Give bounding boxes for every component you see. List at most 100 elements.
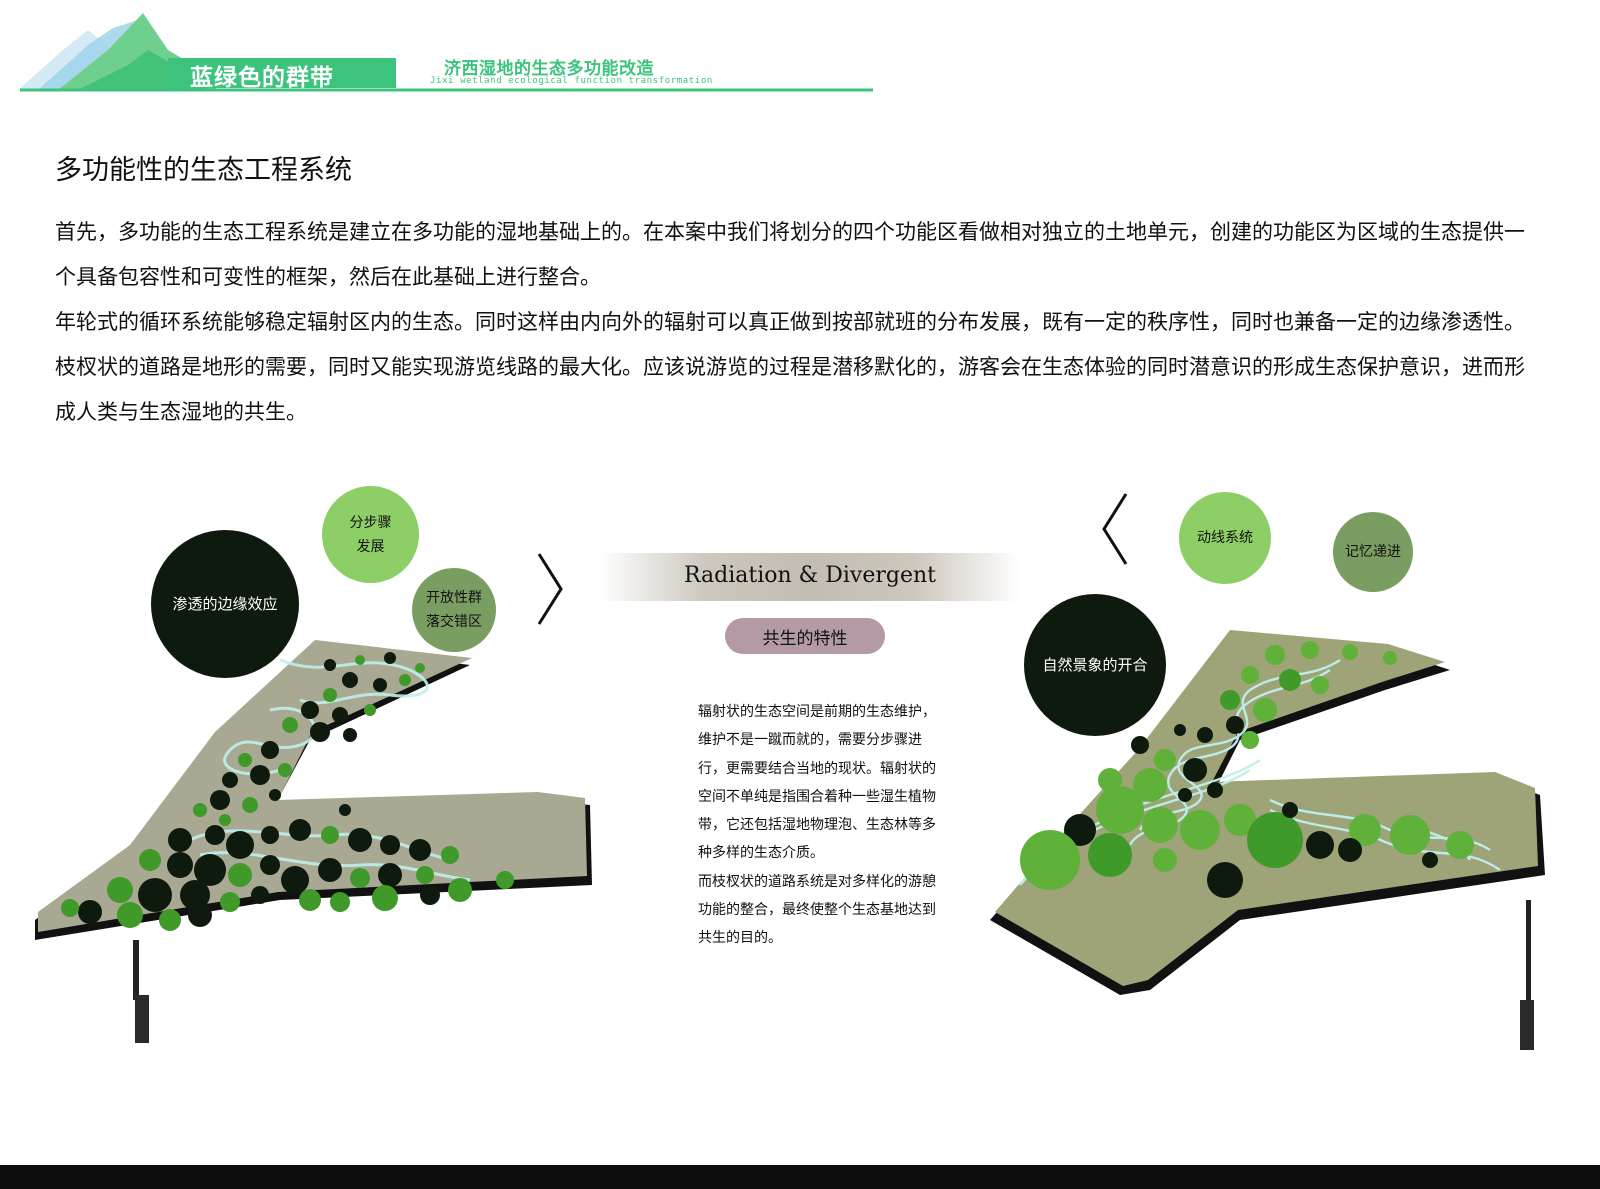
open-community-circle: 开放性群 落交错区 [412,568,496,652]
vegetation-blob [496,871,514,889]
vegetation-blob [1153,848,1177,872]
center-description-2: 而枝杈状的道路系统是对多样化的游憩功能的整合，最终使整个生态基地达到共生的目的。 [698,873,936,947]
vegetation-blob [278,763,292,777]
radiation-title-bar [600,553,1020,601]
step-development-label: 分步骤 发展 [349,514,392,555]
vegetation-blob [228,863,252,887]
vegetation-blob [188,903,212,927]
radiation-title: Radiation & Divergent [683,563,937,588]
vegetation-blob [194,854,226,886]
vegetation-blob [1088,833,1132,877]
vegetation-blob [281,866,309,894]
vegetation-blob [1207,782,1223,798]
vegetation-blob [1064,814,1096,846]
vegetation-blob [350,868,370,888]
vegetation-blob [261,826,279,844]
vegetation-blob [332,707,348,723]
landscape-opening-circle: 自然景象的开合 [1024,594,1166,736]
symbiosis-badge: 共生的特性 [725,618,885,654]
section-title: 多功能性的生态工程系统 [55,155,352,186]
open-community-label: 开放性群 落交错区 [426,590,482,630]
vegetation-blob [1446,831,1474,859]
vegetation-blob [282,717,298,733]
symbiosis-label: 共生的特性 [762,628,848,649]
vegetation-blob [250,765,270,785]
right-terrain-diagram [990,630,1545,1050]
circulation-system-label: 动线系统 [1197,530,1253,546]
vegetation-blob [343,728,357,742]
vegetation-blob [1342,644,1358,660]
center-description: 辐射状的生态空间是前期的生态维护，维护不是一蹴而就的，需要分步骤进行，更需要结合… [698,698,938,953]
vegetation-blob [1183,758,1207,782]
vegetation-blob [1226,716,1244,734]
vegetation-blob [1142,807,1178,843]
memory-progression-circle: 记忆递进 [1333,512,1413,592]
vegetation-blob [299,889,321,911]
vegetation-blob [373,678,387,692]
vegetation-blob [1131,736,1149,754]
vegetation-blob [355,655,365,665]
vegetation-blob [260,855,280,875]
paragraph-2: 年轮式的循环系统能够稳定辐射区内的生态。同时这样由内向外的辐射可以真正做到按部就… [55,310,1525,424]
vegetation-blob [416,866,434,884]
vegetation-blob [1306,831,1334,859]
vegetation-blob [180,880,210,910]
vegetation-blob [1224,804,1256,836]
header-title: 蓝绿色的群带 [190,65,334,91]
vegetation-blob [193,803,207,817]
vegetation-blob [380,835,400,855]
vegetation-blob [261,741,279,759]
vegetation-blob [1265,645,1285,665]
vegetation-blob [415,663,425,673]
vegetation-blob [226,831,254,859]
memory-progression-label: 记忆递进 [1345,544,1401,560]
vegetation-blob [238,753,252,767]
vegetation-blob [167,852,193,878]
vegetation-blob [220,892,240,912]
vegetation-blob [1197,727,1213,743]
vegetation-blob [1178,788,1192,802]
vegetation-blob [420,885,440,905]
right-vegetation-blobs [1020,641,1474,898]
vegetation-blob [318,858,342,882]
step-development-circle: 分步骤 发展 [322,486,419,583]
chevron-left-icon [1102,493,1128,565]
vegetation-blob [342,672,358,688]
vegetation-blob [1020,830,1080,890]
circulation-system-circle: 动线系统 [1179,492,1271,584]
vegetation-blob [138,878,172,912]
vegetation-blob [222,772,238,788]
vegetation-blob [1154,749,1176,771]
vegetation-blob [1311,676,1329,694]
vegetation-blob [330,892,350,912]
vegetation-blob [205,825,225,845]
vegetation-blob [1096,786,1144,834]
vegetation-blob [1253,698,1277,722]
vegetation-blob [1241,666,1259,684]
vegetation-blob [78,900,102,924]
vegetation-blob [1220,690,1240,710]
header-subtitle: 济西湿地的生态多功能改造 [444,59,654,79]
vegetation-blob [1247,812,1303,868]
vegetation-blob [1338,838,1362,862]
vegetation-blob [210,790,230,810]
vegetation-blob [384,652,396,664]
vegetation-blob [348,828,372,852]
vegetation-blob [251,886,269,904]
header-mountain-logo [18,13,873,92]
vegetation-blob [1279,669,1301,691]
header-english-subtitle: Jixi wetland ecological function transfo… [430,76,713,86]
vegetation-blob [1301,641,1319,659]
center-description-1: 辐射状的生态空间是前期的生态维护，维护不是一蹴而就的，需要分步骤进行，更需要结合… [698,704,936,862]
vegetation-blob [1383,651,1397,665]
vegetation-blob [441,846,459,864]
vegetation-blob [409,839,431,861]
vegetation-blob [107,877,133,903]
vegetation-blob [1390,815,1430,855]
edge-effect-circle: 渗透的边缘效应 [151,530,299,678]
vegetation-blob [1349,814,1381,846]
edge-effect-label: 渗透的边缘效应 [172,595,278,613]
paragraph-1: 首先，多功能的生态工程系统是建立在多功能的湿地基础上的。在本案中我们将划分的四个… [55,220,1525,289]
vegetation-blob [139,849,161,871]
vegetation-blob [1174,724,1186,736]
